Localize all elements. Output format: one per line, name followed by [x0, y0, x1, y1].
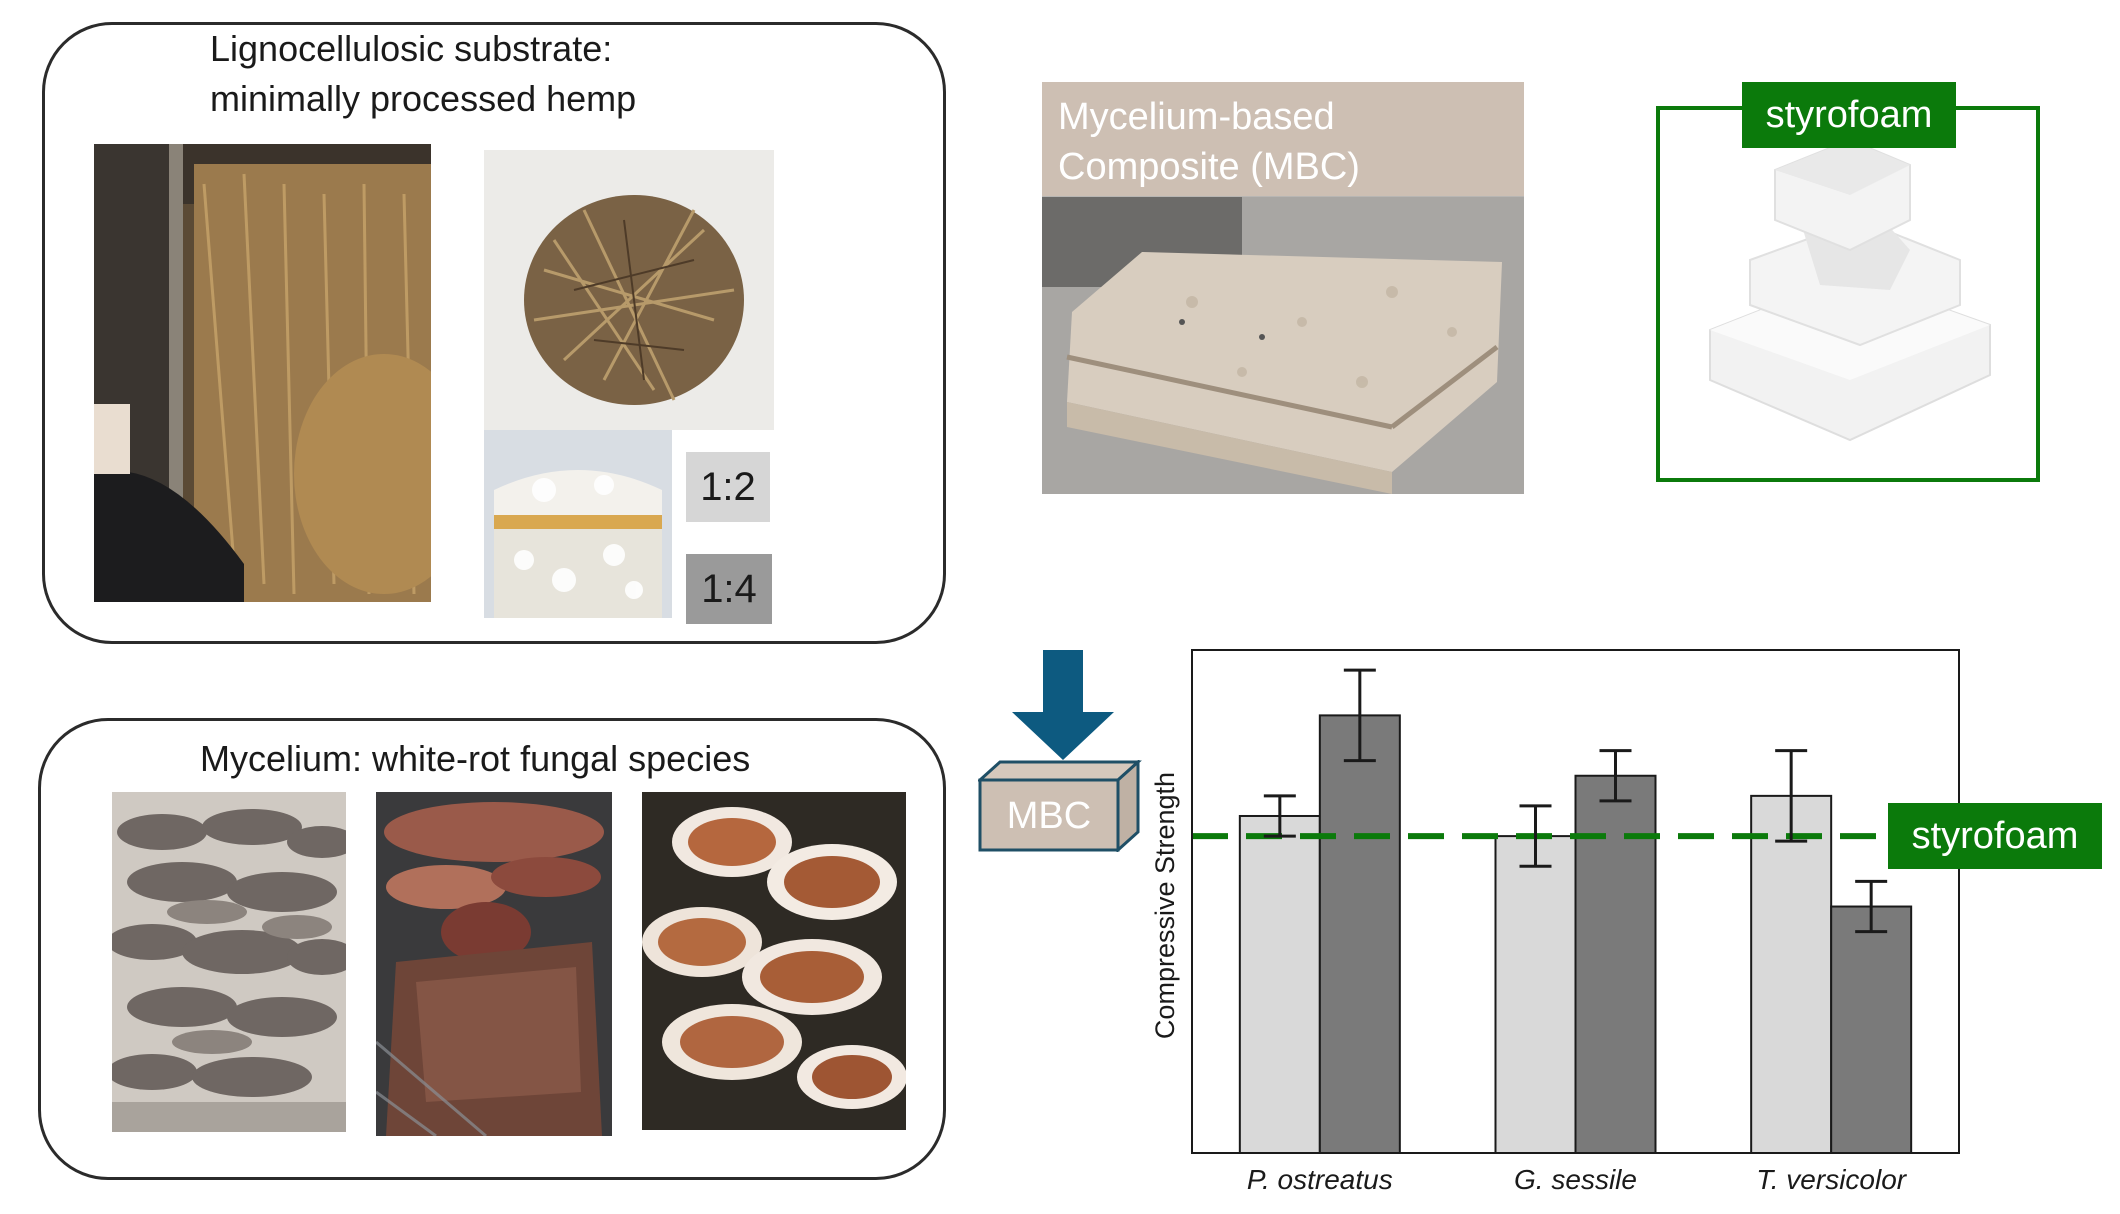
substrate-panel-title-line1: Lignocellulosic substrate: [210, 28, 613, 69]
ratio-1-2-label: 1:2 [686, 452, 770, 522]
bar-0-0 [1238, 814, 1321, 1155]
x-tick-p-ostreatus: P. ostreatus [1246, 1164, 1393, 1195]
ratio-1-4-label: 1:4 [686, 554, 772, 624]
bar-2-0 [1750, 794, 1833, 1154]
compression-arrow-icon [1012, 650, 1114, 760]
substrate-panel-title-line2: minimally processed hemp [210, 78, 637, 119]
t-versicolor-photo [642, 792, 906, 1130]
styrofoam-blocks-illustration [1709, 138, 1991, 442]
compressive-strength-chart [1191, 649, 1978, 1155]
error-bar-0-0 [1263, 794, 1296, 838]
g-sessile-photo [376, 792, 612, 1136]
x-tick-g-sessile: G. sessile [1514, 1164, 1637, 1195]
bar-2-1 [1830, 905, 1913, 1154]
error-bar-1-0 [1519, 804, 1552, 868]
error-bar-1-1 [1599, 749, 1632, 803]
bar-1-1 [1574, 774, 1657, 1154]
mbc-photo-label-line1: Mycelium-based [1058, 96, 1335, 138]
x-tick-t-versicolor: T. versicolor [1756, 1164, 1907, 1195]
styrofoam-reference-label: styrofoam [1888, 803, 2102, 870]
mbc-block-icon [978, 760, 1142, 852]
mbc-photo-label-line2: Composite (MBC) [1058, 146, 1360, 188]
error-bar-2-1 [1855, 879, 1888, 934]
error-bar-2-0 [1775, 749, 1808, 843]
error-bar-0-1 [1343, 668, 1376, 763]
p-ostreatus-photo [112, 792, 346, 1132]
styrofoam-photo-frame [1656, 106, 2040, 482]
chart-plot-frame [1191, 649, 1960, 1154]
bar-0-1 [1318, 714, 1401, 1154]
mbc-block-label: MBC [1006, 795, 1092, 837]
hemp-fiber-photo [484, 150, 774, 430]
chart-y-axis-label: Compressive Strength [1150, 771, 1181, 1039]
bar-1-0 [1494, 835, 1577, 1155]
mycelium-panel-title: Mycelium: white-rot fungal species [200, 738, 751, 779]
mbc-photo-label: Mycelium-based Composite (MBC) [1042, 82, 1524, 196]
hemp-bales-photo [94, 144, 431, 602]
colonized-substrate-photo [484, 430, 672, 618]
styrofoam-photo-label: styrofoam [1742, 82, 1956, 148]
